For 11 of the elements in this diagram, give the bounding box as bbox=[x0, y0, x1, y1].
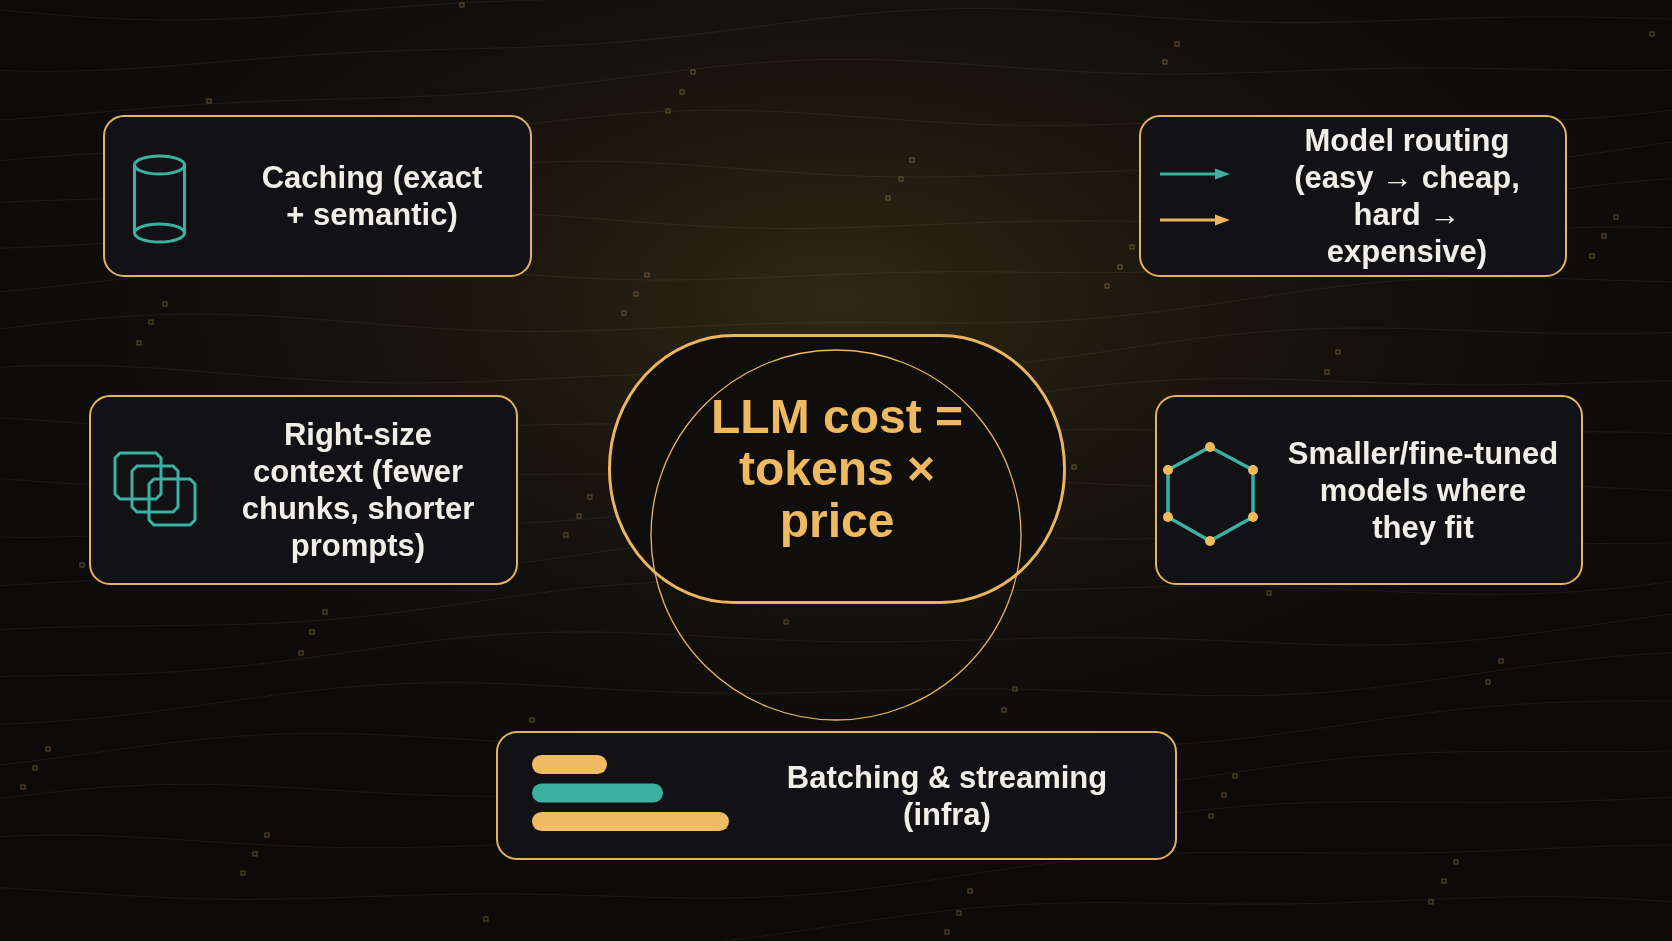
strategy-card bbox=[103, 115, 532, 277]
card-text: Caching (exact + semantic) bbox=[260, 159, 484, 233]
formula-text: LLM cost = tokens × price bbox=[710, 391, 964, 547]
card-text: Smaller/fine-tuned models where they fit bbox=[1286, 434, 1560, 546]
strategy-card bbox=[496, 731, 1177, 860]
strategy-card bbox=[1139, 115, 1567, 277]
strategy-card bbox=[89, 395, 518, 585]
strategy-card bbox=[1155, 395, 1583, 585]
card-text: Right-size context (fewer chunks, shorter prompts) bbox=[240, 416, 476, 564]
card-text: Batching & streaming (infra) bbox=[785, 758, 1109, 833]
card-text: Model routing (easy → cheap, hard → expensive) bbox=[1293, 122, 1521, 270]
